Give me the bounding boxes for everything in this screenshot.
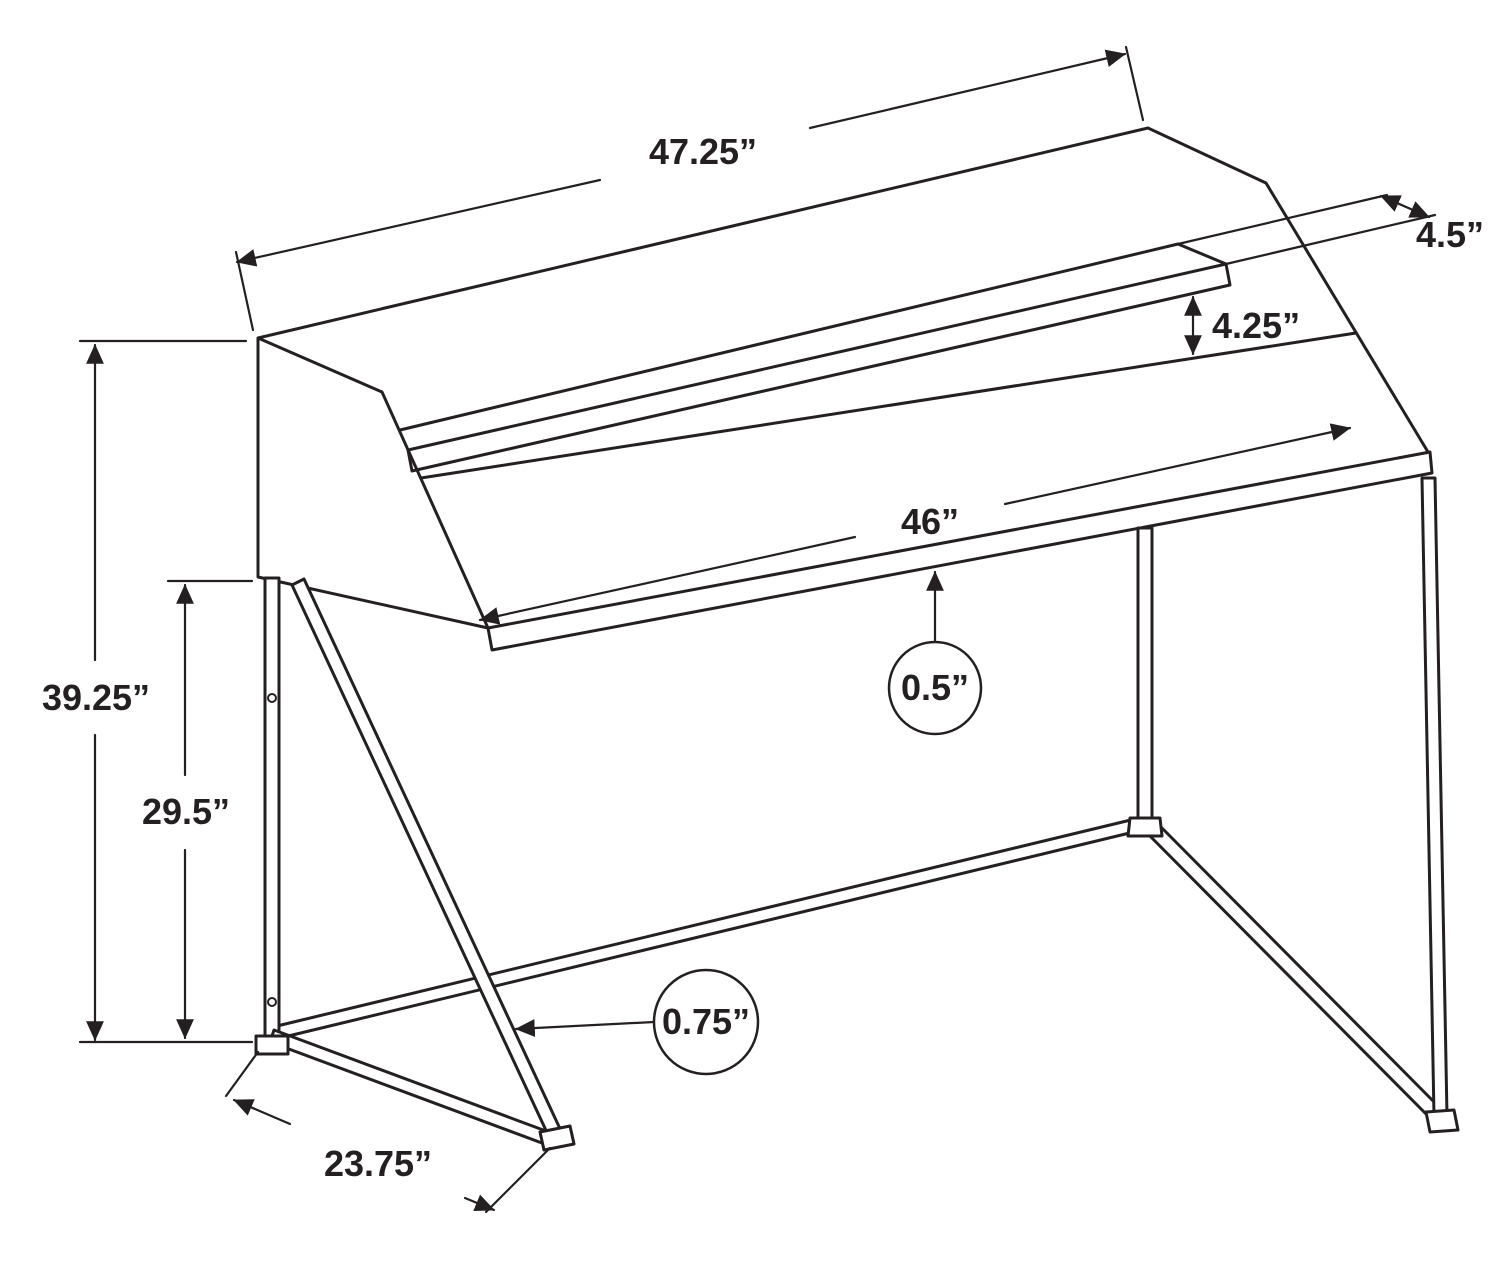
shelf-depth-label: 4.5”	[1416, 214, 1484, 255]
dim-overall-height: 39.25”	[42, 339, 254, 1044]
dimension-arrow	[235, 178, 602, 267]
left-rear-post	[263, 576, 281, 1040]
dimension-arrow	[463, 1194, 496, 1212]
dimension-arrow	[232, 1098, 292, 1126]
right-rear-post	[1136, 526, 1154, 822]
extension-lines	[1176, 193, 1437, 266]
dim-frame-tube: 0.75”	[514, 968, 760, 1076]
desk-structure	[254, 126, 1460, 1152]
callout-circle	[652, 968, 760, 1076]
dimension-annotations: 47.25” 4.5” 4.25” 39.25”	[42, 45, 1484, 1214]
desktop-width-label: 46”	[901, 501, 959, 542]
dim-overall-width: 47.25”	[234, 45, 1145, 332]
shelf-opening-label: 4.25”	[1212, 305, 1300, 346]
leg-foot-left-front	[538, 1124, 576, 1152]
hutch-shelf	[398, 242, 1232, 473]
dimension-arrow	[808, 49, 1127, 130]
leg-foot-right-rear	[1126, 816, 1164, 838]
hutch-outline	[256, 126, 1430, 630]
dim-shelf-opening: 4.25”	[1184, 295, 1300, 356]
overall-depth-label: 23.75”	[324, 1143, 432, 1184]
dimension-arrow	[1003, 423, 1352, 506]
shelf-outline	[398, 242, 1232, 473]
dim-desktop-thickness: 0.5”	[887, 570, 983, 736]
screw-hole	[267, 997, 277, 1007]
dim-shelf-depth: 4.5”	[1176, 193, 1484, 266]
frame-tube-label: 0.75”	[662, 1001, 750, 1042]
leg-foot-left-rear	[254, 1034, 290, 1056]
right-front-leg	[1420, 476, 1449, 1118]
desktop-height-label: 29.5”	[142, 791, 230, 832]
dim-desktop-width: 46”	[478, 423, 1352, 625]
desktop-outline	[486, 450, 1434, 652]
callout-circle	[887, 640, 983, 736]
metal-frame	[254, 476, 1460, 1152]
dimension-arrow	[1379, 194, 1431, 219]
extension-lines	[78, 339, 254, 1044]
screw-hole	[267, 693, 277, 703]
desktop-thickness-label: 0.5”	[901, 667, 969, 708]
dim-desktop-height: 29.5”	[142, 579, 254, 1040]
dimension-arrow	[478, 535, 857, 625]
desktop	[486, 450, 1434, 652]
leg-foot-right-front	[1424, 1108, 1460, 1134]
extension-lines	[234, 45, 1145, 332]
callout-arrow	[514, 1019, 656, 1037]
overall-height-label: 39.25”	[42, 677, 150, 718]
dim-overall-depth: 23.75”	[224, 1050, 552, 1214]
extension-lines	[224, 1050, 552, 1214]
right-side-rail	[1143, 819, 1449, 1127]
hutch	[256, 126, 1430, 630]
overall-width-label: 47.25”	[649, 131, 757, 172]
